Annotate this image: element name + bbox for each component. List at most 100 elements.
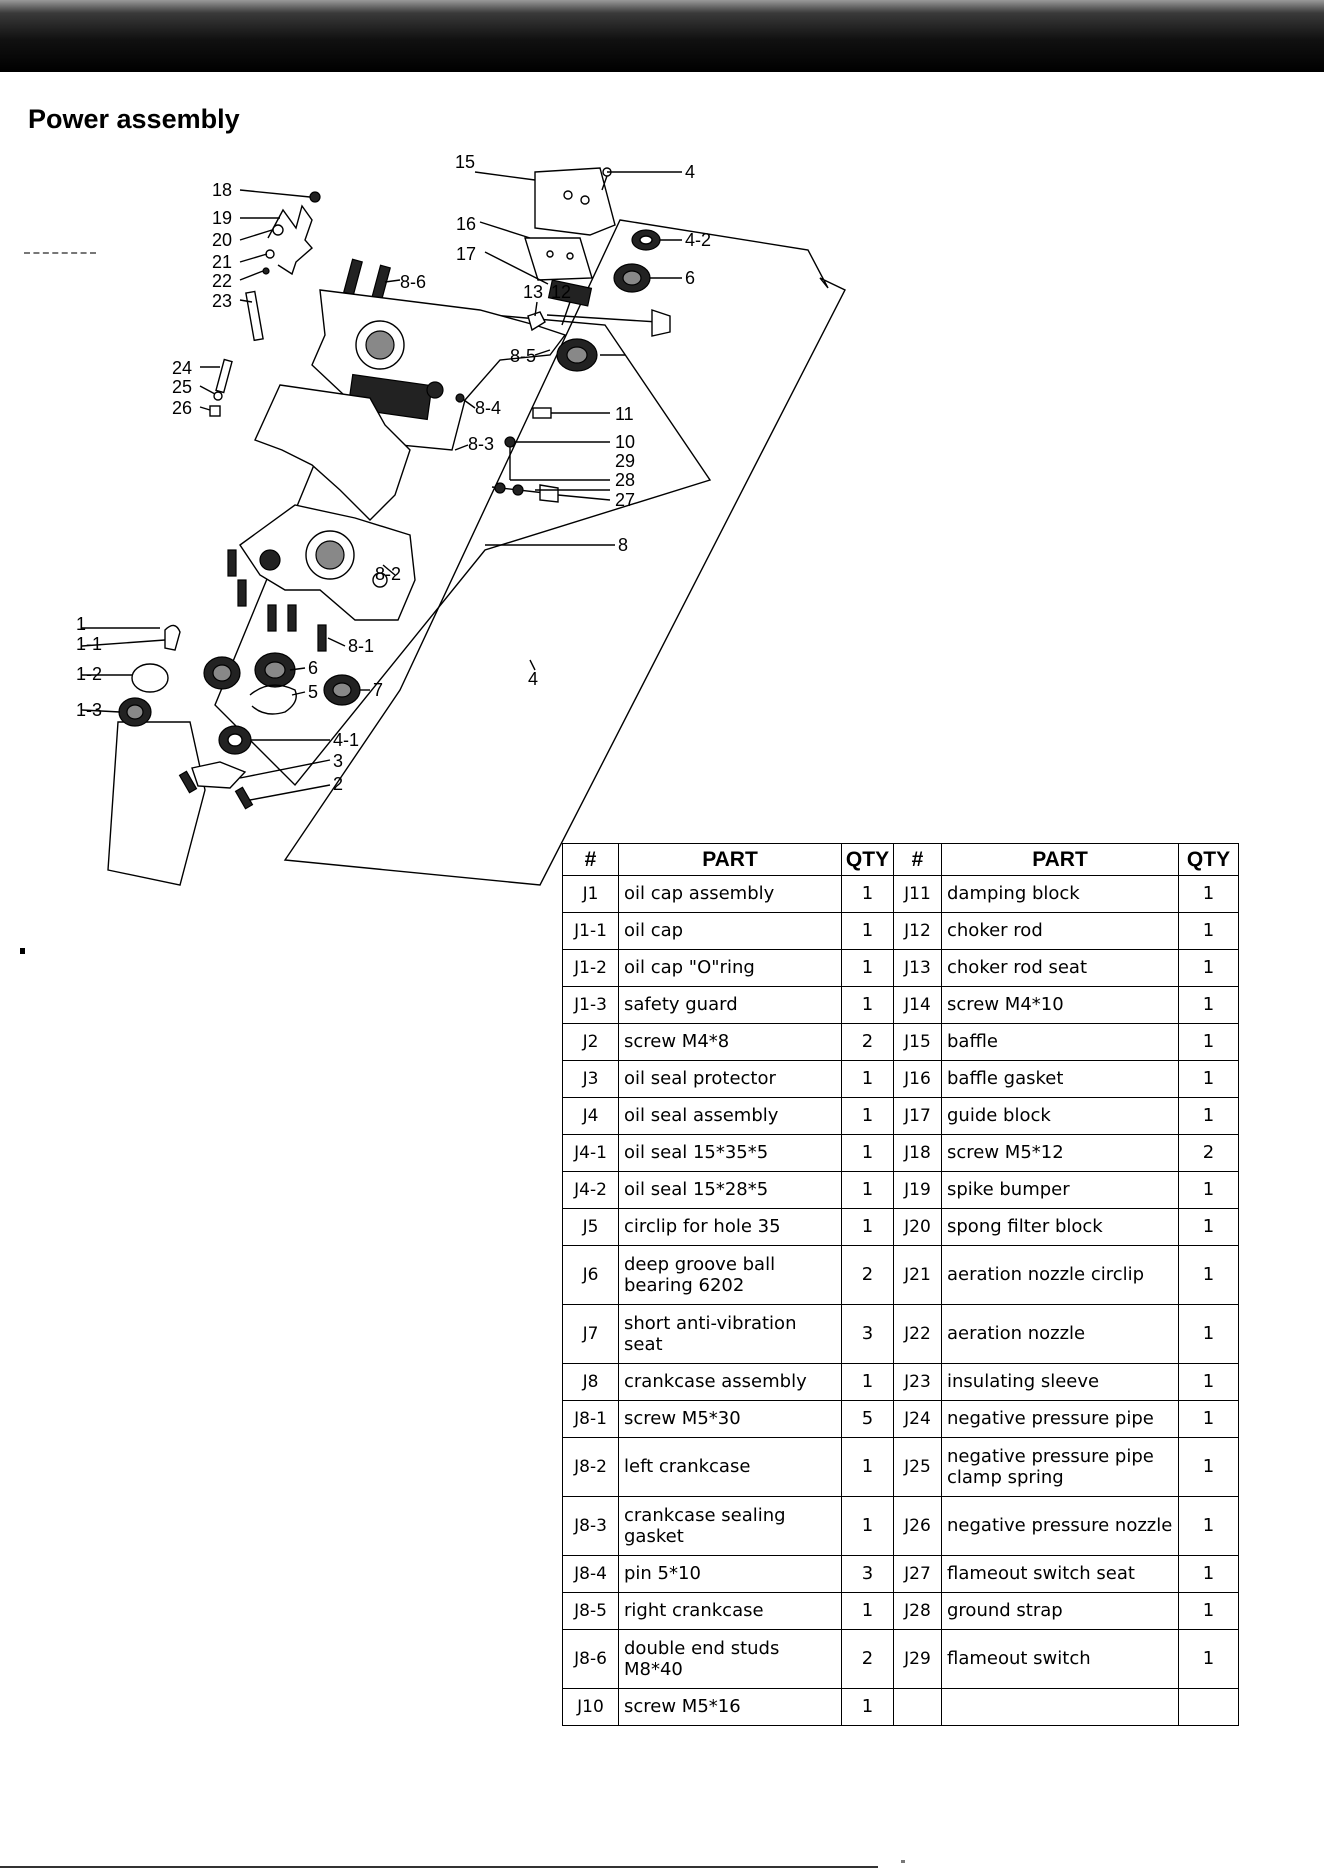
table-cell: J4-2 xyxy=(562,1171,619,1210)
table-cell: 2 xyxy=(1178,1134,1239,1173)
table-cell: 1 xyxy=(841,949,894,988)
table-cell: negative pressure pipe xyxy=(941,1400,1179,1439)
table-cell: negative pressure nozzle xyxy=(941,1496,1179,1557)
callout-label: 10 xyxy=(615,432,635,452)
aeration-nozzle xyxy=(265,249,275,259)
callout-label: 11 xyxy=(615,404,634,424)
table-cell: J18 xyxy=(893,1134,942,1173)
flameout-switch-seat xyxy=(532,407,552,419)
table-cell: J1-3 xyxy=(562,986,619,1025)
table-cell: flameout switch xyxy=(941,1629,1179,1690)
table-cell: J1-2 xyxy=(562,949,619,988)
top-header-bar xyxy=(0,0,1324,72)
table-cell: 1 xyxy=(1178,1592,1239,1631)
table-cell: J8-6 xyxy=(562,1629,619,1690)
column-header: # xyxy=(893,842,942,877)
callout-label: 20 xyxy=(212,230,232,250)
exploded-parts-diagram: 15 4 16 4-2 6 18 19 20 21 22 17 8-6 23 1… xyxy=(76,152,846,886)
table-cell: 3 xyxy=(841,1555,894,1594)
safety-guard xyxy=(118,697,152,727)
column-header: # xyxy=(562,842,619,877)
callout-label: 16 xyxy=(456,214,476,234)
table-cell: J21 xyxy=(893,1245,942,1306)
table-cell: J19 xyxy=(893,1171,942,1210)
spike-bumper xyxy=(267,204,313,276)
callout-label: 4 xyxy=(685,162,695,182)
callout-label: 8-2 xyxy=(375,564,401,584)
table-cell: J1-1 xyxy=(562,912,619,951)
negative-pressure-nozzle xyxy=(209,405,221,417)
table-cell: negative pressure pipe clamp spring xyxy=(941,1437,1179,1498)
table-cell: baffle xyxy=(941,1023,1179,1062)
table-cell: screw M5*16 xyxy=(618,1688,842,1727)
table-cell: 1 xyxy=(1178,1555,1239,1594)
table-cell: oil seal assembly xyxy=(618,1097,842,1136)
table-cell: J8 xyxy=(562,1363,619,1402)
table-cell: damping block xyxy=(941,875,1179,914)
table-cell: J27 xyxy=(893,1555,942,1594)
table-cell: 1 xyxy=(841,1496,894,1557)
callout-label: 25 xyxy=(172,377,192,397)
callout-label: 6 xyxy=(308,658,318,678)
table-cell: safety guard xyxy=(618,986,842,1025)
callout-label: 4-2 xyxy=(685,230,711,250)
callout-label: 28 xyxy=(615,470,635,490)
table-cell: circlip for hole 35 xyxy=(618,1208,842,1247)
oil-cap xyxy=(164,624,181,651)
aeration-nozzle-circlip xyxy=(272,224,284,236)
table-cell: oil seal 15*35*5 xyxy=(618,1134,842,1173)
table-cell: guide block xyxy=(941,1097,1179,1136)
callout-label: 8-3 xyxy=(468,434,494,454)
table-cell: choker rod xyxy=(941,912,1179,951)
insulating-sleeve-clip xyxy=(262,267,270,275)
table-cell: J1 xyxy=(562,875,619,914)
table-cell: J4-1 xyxy=(562,1134,619,1173)
screw-m4-8 xyxy=(178,770,254,810)
crankcase-pin xyxy=(455,393,465,403)
table-cell: J22 xyxy=(893,1304,942,1365)
column-header: PART xyxy=(941,842,1179,877)
table-cell: J29 xyxy=(893,1629,942,1690)
callout-labels: 15 4 16 4-2 6 18 19 20 21 22 17 8-6 23 1… xyxy=(76,152,711,794)
table-cell: screw M5*12 xyxy=(941,1134,1179,1173)
bearing-6-lower xyxy=(254,652,296,688)
callout-label: 15 xyxy=(455,152,475,172)
callout-label: 8-1 xyxy=(348,636,374,656)
oil-seal-4-1 xyxy=(218,725,252,755)
insulating-sleeve xyxy=(245,290,264,342)
footer-mark xyxy=(901,1860,905,1863)
table-cell: J8-2 xyxy=(562,1437,619,1498)
table-cell: J25 xyxy=(893,1437,942,1498)
table-cell: 2 xyxy=(841,1245,894,1306)
table-cell: crankcase sealing gasket xyxy=(618,1496,842,1557)
table-cell: J20 xyxy=(893,1208,942,1247)
bearing-6-bottom xyxy=(203,656,241,690)
table-cell: 1 xyxy=(1178,1097,1239,1136)
crankcase-screws xyxy=(227,549,327,652)
baffle-gasket xyxy=(524,237,593,281)
callout-label: 19 xyxy=(212,208,232,228)
table-cell: J8-5 xyxy=(562,1592,619,1631)
oil-seal-protector xyxy=(191,761,247,789)
table-cell: 1 xyxy=(841,875,894,914)
table-cell: pin 5*10 xyxy=(618,1555,842,1594)
callout-label: 4-1 xyxy=(333,730,359,750)
oil-seal-frame xyxy=(283,219,846,886)
callout-label: 2 xyxy=(333,774,343,794)
table-cell: 2 xyxy=(841,1629,894,1690)
table-cell: oil cap xyxy=(618,912,842,951)
callout-label: 21 xyxy=(212,252,232,272)
